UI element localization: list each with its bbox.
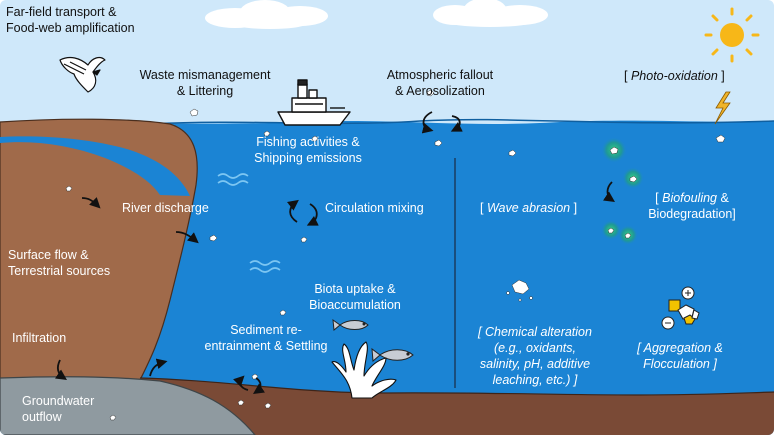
sediment-line-1: Sediment re- (230, 323, 302, 337)
biota-line-1: Biota uptake & (314, 282, 396, 296)
fishing-line-1: Fishing activities & (256, 135, 360, 149)
aggregation-line-1: [ Aggregation & (637, 341, 723, 355)
land-mass (0, 118, 198, 383)
waste-line-1: Waste mismanagement (139, 68, 271, 82)
biofouling-rest: & (717, 191, 729, 205)
photo-oxidation-label: [ Photo-oxidation ] (624, 68, 725, 84)
biofouling-label: [ Biofouling & Biodegradation] (632, 190, 752, 222)
photo-oxidation-open: [ (624, 69, 631, 83)
seabed (110, 378, 774, 435)
ship-icon (277, 79, 351, 126)
chemical-alteration-label: [ Chemical alteration (e.g., oxidants, s… (460, 324, 610, 388)
aggregation-label: [ Aggregation & Flocculation ] (620, 340, 740, 372)
atmospheric-line-2: & Aerosolization (395, 84, 485, 98)
sun-icon (704, 7, 760, 63)
aggregation-cluster-icon (661, 286, 700, 330)
lightning-bolt-icon (714, 91, 731, 125)
fishing-line-2: Shipping emissions (254, 151, 362, 165)
atmospheric-line-1: Atmospheric fallout (386, 68, 494, 82)
cloud-icon (205, 0, 548, 29)
bird-icon (59, 56, 106, 93)
surface-flow-line-1: Surface flow & (8, 248, 89, 262)
biofouling-text: Biofouling (662, 191, 718, 205)
river-discharge-label: River discharge (122, 200, 209, 216)
wave-abrasion-text: Wave abrasion (486, 201, 571, 215)
chemical-line-2: (e.g., oxidants, (494, 341, 576, 355)
microplastic-particle-icon (65, 89, 726, 421)
biota-line-2: Bioaccumulation (309, 298, 401, 312)
far-field-line-1: Far-field transport & (6, 5, 117, 19)
fish-icon (332, 318, 414, 363)
circulation-mixing-text: Circulation mixing (325, 201, 424, 215)
sky (0, 0, 774, 130)
circulation-mixing-label: Circulation mixing (325, 200, 424, 216)
waste-line-2: & Littering (176, 84, 234, 98)
wave-abrasion-open: [ (480, 201, 487, 215)
photo-oxidation-close: ] (717, 69, 725, 83)
biota-uptake-label: Biota uptake & Bioaccumulation (300, 281, 410, 313)
far-field-transport-label: Far-field transport & Food-web amplifica… (6, 4, 135, 36)
sediment-label: Sediment re- entrainment & Settling (196, 322, 336, 354)
groundwater-outflow-label: Groundwater outflow (22, 393, 94, 425)
groundwater-line-2: outflow (22, 410, 62, 424)
sediment-line-2: entrainment & Settling (204, 339, 328, 353)
far-field-line-2: Food-web amplification (6, 21, 135, 35)
chemical-line-1: [ Chemical alteration (478, 325, 592, 339)
infiltration-text: Infiltration (12, 331, 67, 345)
waves-icon (217, 173, 281, 273)
groundwater-layer (0, 376, 256, 435)
river-discharge-text: River discharge (122, 201, 209, 215)
atmospheric-fallout-label: Atmospheric fallout & Aerosolization (370, 67, 510, 99)
biodegradation-text: Biodegradation] (648, 207, 736, 221)
fishing-activities-label: Fishing activities & Shipping emissions (228, 134, 388, 166)
photo-oxidation-text: Photo-oxidation (630, 69, 718, 83)
surface-flow-label: Surface flow & Terrestrial sources (8, 247, 110, 279)
groundwater-line-1: Groundwater (22, 394, 95, 408)
aggregation-line-2: Flocculation ] (643, 357, 717, 371)
wave-abrasion-label: [ Wave abrasion ] (480, 200, 577, 216)
coral-icon (331, 341, 397, 399)
biofouling-open: [ (655, 191, 663, 205)
wave-abrasion-close: ] (570, 201, 578, 215)
biofouled-particle-icon (601, 137, 644, 245)
surface-flow-line-2: Terrestrial sources (8, 264, 111, 278)
ocean-surface-line (149, 118, 774, 125)
river-channel (0, 136, 190, 196)
chemical-line-4: leaching, etc.) ] (492, 373, 578, 387)
chemical-line-3: salinity, pH, additive (479, 357, 591, 371)
curved-arrow-icon (55, 111, 615, 394)
waste-mismanagement-label: Waste mismanagement & Littering (130, 67, 280, 99)
infiltration-label: Infiltration (12, 330, 66, 346)
